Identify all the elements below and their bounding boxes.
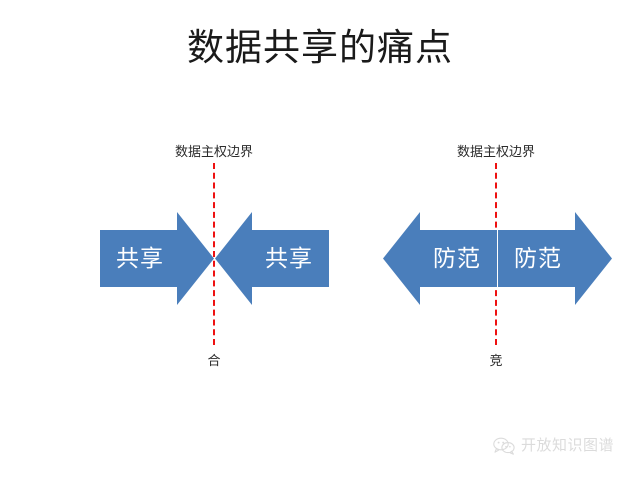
arrow-label: 共享 <box>116 245 164 271</box>
arrow-label: 防范 <box>433 245 481 271</box>
arrow-label: 防范 <box>514 245 562 271</box>
cooperation-group: 数据主权边界 共享 共享 合 <box>100 144 329 368</box>
watermark-text: 开放知识图谱 <box>521 437 615 454</box>
arrow-label: 共享 <box>265 245 313 271</box>
arrow-left-icon <box>383 212 497 305</box>
arrow-left-icon <box>215 212 329 305</box>
group-outcome-label: 竞 <box>489 353 503 368</box>
watermark: 开放知识图谱 <box>493 437 614 455</box>
arrow-right-icon <box>498 212 612 305</box>
data-sovereignty-boundary-line <box>213 163 215 345</box>
arrow-guard-outbound-right: 防范 <box>498 210 613 307</box>
arrow-share-inbound-right: 共享 <box>214 210 329 307</box>
page-title: 数据共享的痛点 <box>187 28 453 69</box>
data-sovereignty-boundary-label: 数据主权边界 <box>456 144 535 159</box>
data-sovereignty-boundary-label: 数据主权边界 <box>174 144 253 159</box>
group-outcome-label: 合 <box>207 353 221 368</box>
competition-group: 数据主权边界 防范 防范 竞 <box>320 0 640 480</box>
arrow-right-icon <box>100 212 214 305</box>
arrow-share-inbound-left: 共享 <box>100 210 215 307</box>
wechat-bubble-icon <box>493 437 515 455</box>
arrow-guard-outbound-left: 防范 <box>382 210 497 307</box>
